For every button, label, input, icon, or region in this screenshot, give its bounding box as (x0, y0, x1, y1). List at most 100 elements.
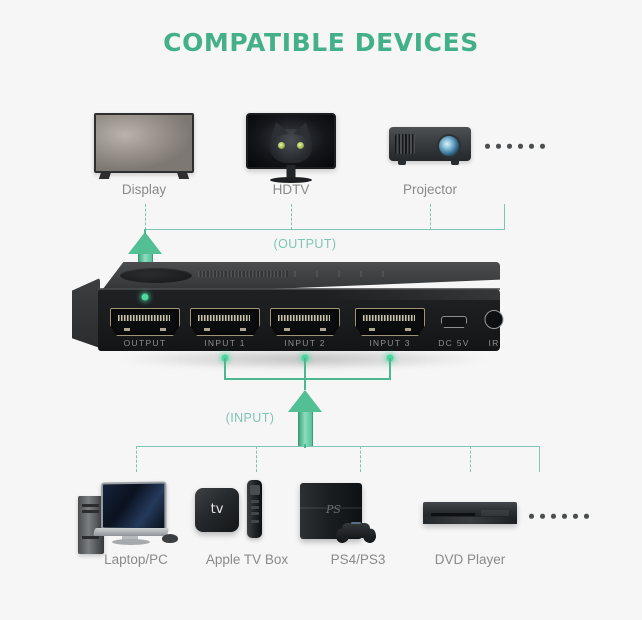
input-arrow-icon (288, 390, 322, 446)
port-label-dc-5v: DC 5V (438, 338, 470, 348)
dvd-player-icon (423, 502, 517, 524)
hdmi-switch-device: OUTPUT INPUT 1 INPUT 2 INPUT 3 DC 5V IR (72, 262, 504, 370)
port-label-output: OUTPUT (123, 338, 167, 348)
more-devices-input-icon (529, 513, 589, 519)
device-label-apple-tv: Apple TV Box (205, 552, 289, 567)
input-drop-more (539, 446, 540, 472)
cat-eye-right (297, 142, 304, 149)
port-label-input-1: INPUT 1 (204, 338, 246, 348)
apple-tv-remote (247, 480, 262, 538)
laptop-foot (112, 539, 150, 545)
tv-screen (94, 113, 194, 173)
output-drop-projector (430, 204, 431, 230)
port-glow-output (141, 293, 149, 301)
remote-button-2 (250, 506, 259, 509)
controller-lightbar (351, 522, 361, 524)
dvd-player-body (423, 502, 517, 524)
dvd-tray (431, 513, 475, 516)
pc-tower (78, 496, 104, 554)
input3-riser (389, 358, 391, 380)
hdmi-port-input-2[interactable] (270, 308, 340, 336)
mouse-icon (162, 534, 178, 543)
hdmi-tab-right (240, 328, 246, 331)
hdmi-tab-left (204, 328, 210, 331)
device-label-dvd-player: DVD Player (434, 552, 506, 567)
projector-lens (437, 134, 461, 158)
hdmi-port-output[interactable] (110, 308, 180, 336)
port-label-input-3: INPUT 3 (369, 338, 411, 348)
hdmi-pins (363, 315, 415, 321)
cat-ear-left (267, 120, 289, 138)
device-front-edge (98, 288, 500, 290)
input-flow-tag: (INPUT) (225, 411, 275, 425)
input-drop-ps4 (360, 446, 361, 472)
hdmi-port-input-1[interactable] (190, 308, 260, 336)
input-drop-laptop (136, 446, 137, 472)
input-drop-appletv (256, 446, 257, 472)
apple-tv-logo: tv (210, 502, 224, 517)
hdmi-pins (118, 315, 170, 321)
output-arrow-connector (144, 229, 146, 234)
projector-foot-left (398, 160, 406, 165)
cat-image (267, 120, 315, 163)
projector-foot-right (451, 160, 459, 165)
projector-icon (389, 127, 471, 165)
ps4-controller (334, 521, 378, 545)
hdmi-tab-right (160, 328, 166, 331)
pc-slot-3 (82, 536, 99, 539)
tv-icon (94, 113, 194, 179)
device-label-hdtv: HDTV (272, 182, 310, 197)
pc-slot-2 (82, 510, 99, 513)
tv-foot-left (98, 172, 112, 179)
dvd-front-panel (423, 517, 517, 524)
input-bus-line (136, 446, 540, 447)
input-arrow-shaft (297, 412, 313, 446)
hdmi-port-input-3[interactable] (355, 308, 425, 336)
more-devices-output-icon (485, 143, 545, 149)
hdmi-pins (198, 315, 250, 321)
device-label-ps4-ps3: PS4/PS3 (330, 552, 386, 567)
dvd-display (481, 510, 509, 516)
playstation-icon: PS (300, 483, 380, 545)
port-label-input-2: INPUT 2 (284, 338, 326, 348)
laptop-screen (101, 481, 167, 531)
dc-power-port[interactable] (441, 316, 467, 328)
ir-receiver-port[interactable] (484, 310, 504, 329)
laptop-keyboard (92, 528, 170, 536)
hdmi-tab-left (369, 328, 375, 331)
projector-vent (395, 134, 415, 154)
input2-riser (304, 358, 306, 390)
remote-button-3 (250, 512, 259, 515)
device-top-oval (120, 268, 192, 283)
apple-tv-box: tv (195, 488, 239, 532)
monitor-icon (246, 113, 336, 183)
input1-riser (224, 358, 226, 380)
monitor-screen (246, 113, 336, 169)
hdmi-tab-left (124, 328, 130, 331)
hdmi-pins (278, 315, 330, 321)
input-arrow-connector (304, 444, 306, 448)
output-bus-line (145, 229, 504, 230)
monitor-neck (286, 165, 296, 179)
cat-eye-left (278, 142, 285, 149)
input-arrow-head (288, 390, 322, 412)
device-gloss (322, 290, 500, 300)
ps4-logo: PS (326, 503, 341, 516)
monitor-base (270, 177, 312, 183)
output-flow-tag: (OUTPUT) (273, 237, 337, 251)
pc-slot-1 (82, 504, 99, 507)
output-drop-more (504, 204, 505, 230)
controller-body (342, 523, 370, 538)
output-arrow-head (128, 232, 162, 254)
page-title: COMPATIBLE DEVICES (163, 28, 479, 57)
output-drop-hdtv (291, 204, 292, 230)
hdmi-tab-left (284, 328, 290, 331)
laptop-pc-icon (78, 481, 178, 554)
projector-body (389, 127, 471, 165)
remote-button-1 (250, 500, 259, 503)
hdmi-tab-right (320, 328, 326, 331)
device-vent-strip (198, 271, 288, 277)
ps4-edge (300, 507, 362, 509)
tv-foot-right (176, 172, 190, 179)
hdmi-tab-right (405, 328, 411, 331)
